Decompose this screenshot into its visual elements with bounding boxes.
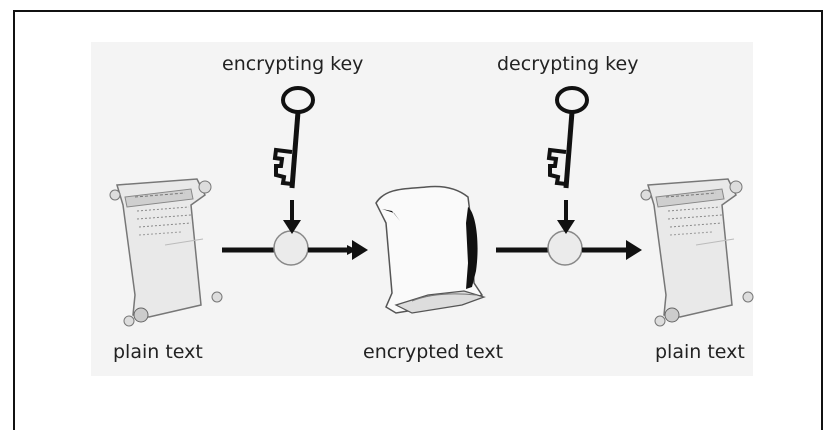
plain-text-scroll-right-icon bbox=[640, 178, 754, 327]
plain-text-scroll-left-icon bbox=[109, 178, 223, 327]
decrypt-junction-circle bbox=[547, 230, 583, 266]
plain-text-left-label: plain text bbox=[113, 341, 203, 363]
encrypted-text-label: encrypted text bbox=[363, 341, 504, 363]
encryption-diagram bbox=[109, 86, 754, 327]
encrypting-key-icon bbox=[272, 86, 315, 189]
plain-text-right-label: plain text bbox=[655, 341, 745, 363]
encrypted-text-scroll-icon bbox=[375, 185, 486, 314]
figure-frame bbox=[13, 10, 823, 430]
encrypt-junction-circle bbox=[273, 230, 309, 266]
decrypting-key-icon bbox=[546, 86, 589, 189]
decrypting-key-label: decrypting key bbox=[497, 53, 639, 75]
encrypting-key-label: encrypting key bbox=[222, 53, 364, 75]
